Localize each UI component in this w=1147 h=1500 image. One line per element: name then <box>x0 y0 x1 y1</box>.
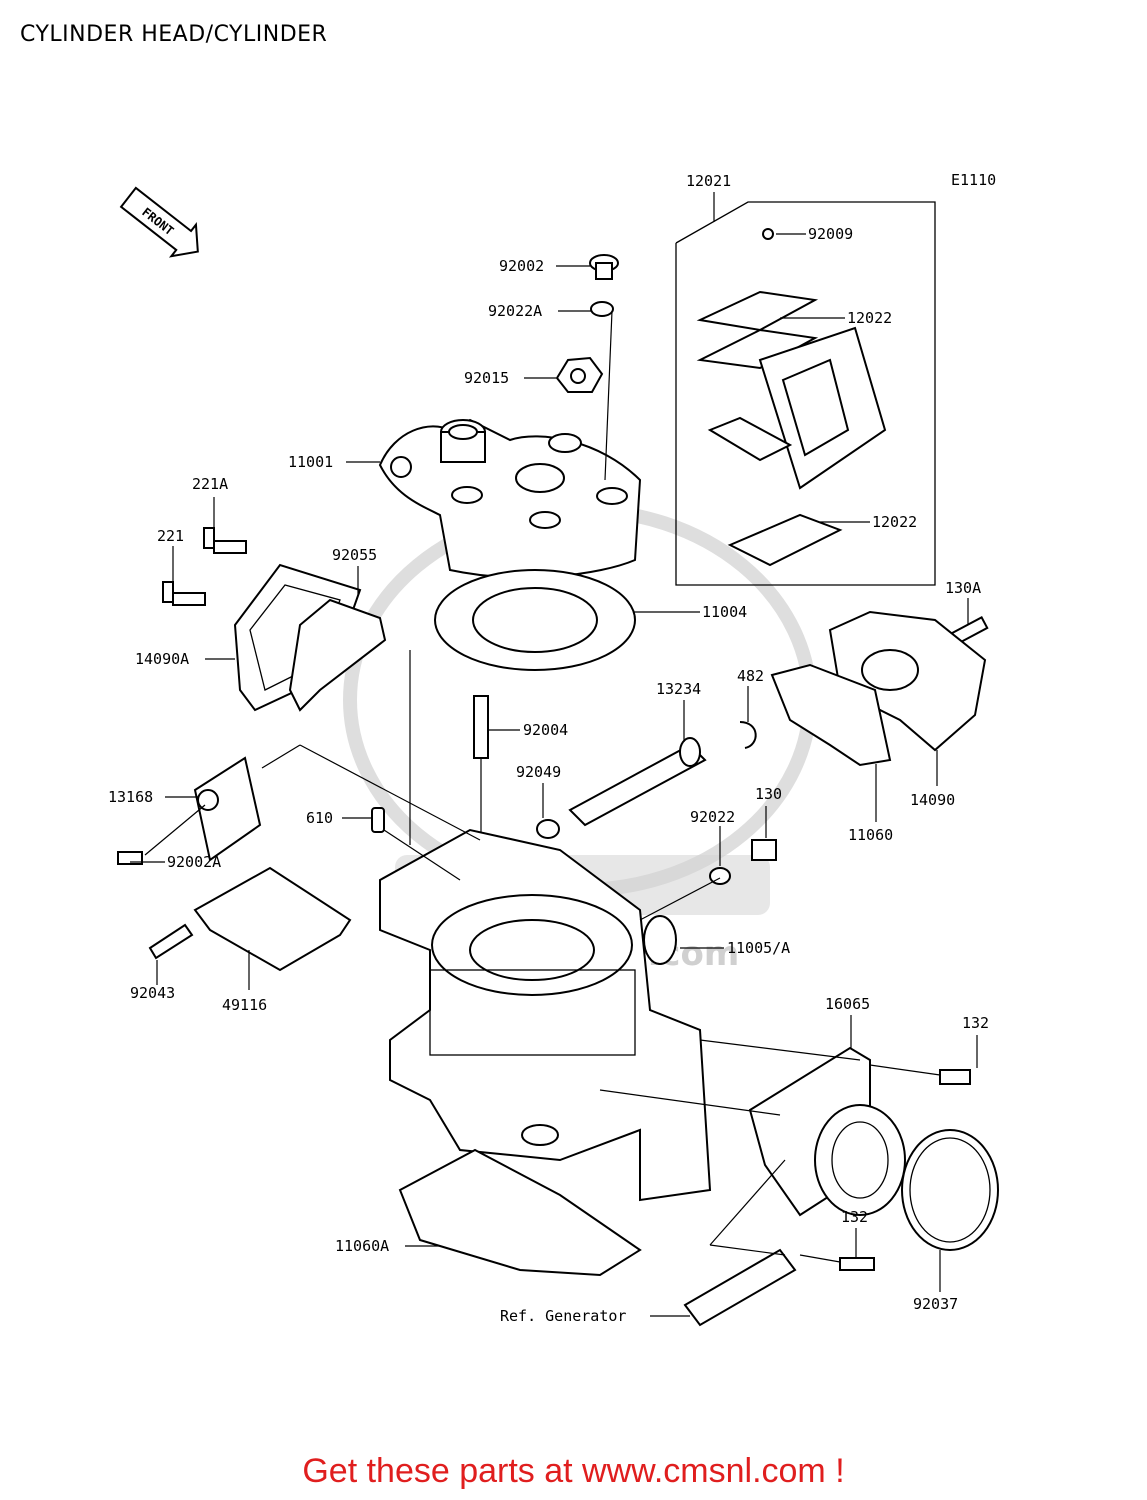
label-92015: 92015 <box>464 369 509 387</box>
label-132-upper: 132 <box>962 1014 989 1032</box>
label-11005A: 11005/A <box>727 939 790 957</box>
cylinder-head <box>378 418 642 579</box>
label-92043: 92043 <box>130 984 175 1002</box>
label-92022: 92022 <box>690 808 735 826</box>
reed-valve-assembly <box>696 228 887 567</box>
label-482: 482 <box>737 667 764 685</box>
label-130: 130 <box>755 785 782 803</box>
label-14090A: 14090A <box>135 650 189 668</box>
label-221: 221 <box>157 527 184 545</box>
cylinder-body <box>379 828 712 1202</box>
label-92004: 92004 <box>523 721 568 739</box>
diagram-code: E1110 <box>951 171 996 189</box>
label-12022-top: 12022 <box>847 309 892 327</box>
label-92037: 92037 <box>913 1295 958 1313</box>
label-92055: 92055 <box>332 546 377 564</box>
label-11060: 11060 <box>848 826 893 844</box>
label-16065: 16065 <box>825 995 870 1013</box>
label-92049: 92049 <box>516 763 561 781</box>
label-221A: 221A <box>192 475 228 493</box>
pin-13234 <box>568 721 757 827</box>
leader-lines <box>130 192 978 1317</box>
page-title: CYLINDER HEAD/CYLINDER <box>20 22 328 47</box>
reed-valve-group-outline <box>675 201 936 586</box>
footer-link-text[interactable]: Get these parts at www.cmsnl.com ! <box>302 1452 845 1490</box>
base-gasket <box>398 1148 642 1277</box>
label-11001: 11001 <box>288 453 333 471</box>
label-92022A: 92022A <box>488 302 542 320</box>
front-arrow-icon: FRONT <box>119 186 199 258</box>
cover-14090-assembly <box>770 610 989 767</box>
left-bracket-parts <box>117 756 352 972</box>
intake-parts <box>683 1046 999 1327</box>
label-ref-generator: Ref. Generator <box>500 1307 626 1325</box>
label-12021: 12021 <box>686 172 731 190</box>
head-gasket <box>434 569 636 671</box>
head-bolt-parts <box>555 254 619 393</box>
label-11004: 11004 <box>702 603 747 621</box>
cover-14090A-assembly <box>162 527 387 712</box>
label-610: 610 <box>306 809 333 827</box>
label-92009: 92009 <box>808 225 853 243</box>
label-11060A: 11060A <box>335 1237 389 1255</box>
label-92002A: 92002A <box>167 853 221 871</box>
part-labels: E1110 12021 92009 92002 12022 92022A 920… <box>108 171 996 1325</box>
label-14090: 14090 <box>910 791 955 809</box>
label-13168: 13168 <box>108 788 153 806</box>
label-12022-bottom: 12022 <box>872 513 917 531</box>
parts-diagram: www.cmsnl.com FRONT <box>108 171 999 1327</box>
label-92002: 92002 <box>499 257 544 275</box>
label-132-lower: 132 <box>841 1208 868 1226</box>
label-130A: 130A <box>945 579 981 597</box>
label-13234: 13234 <box>656 680 701 698</box>
label-49116: 49116 <box>222 996 267 1014</box>
